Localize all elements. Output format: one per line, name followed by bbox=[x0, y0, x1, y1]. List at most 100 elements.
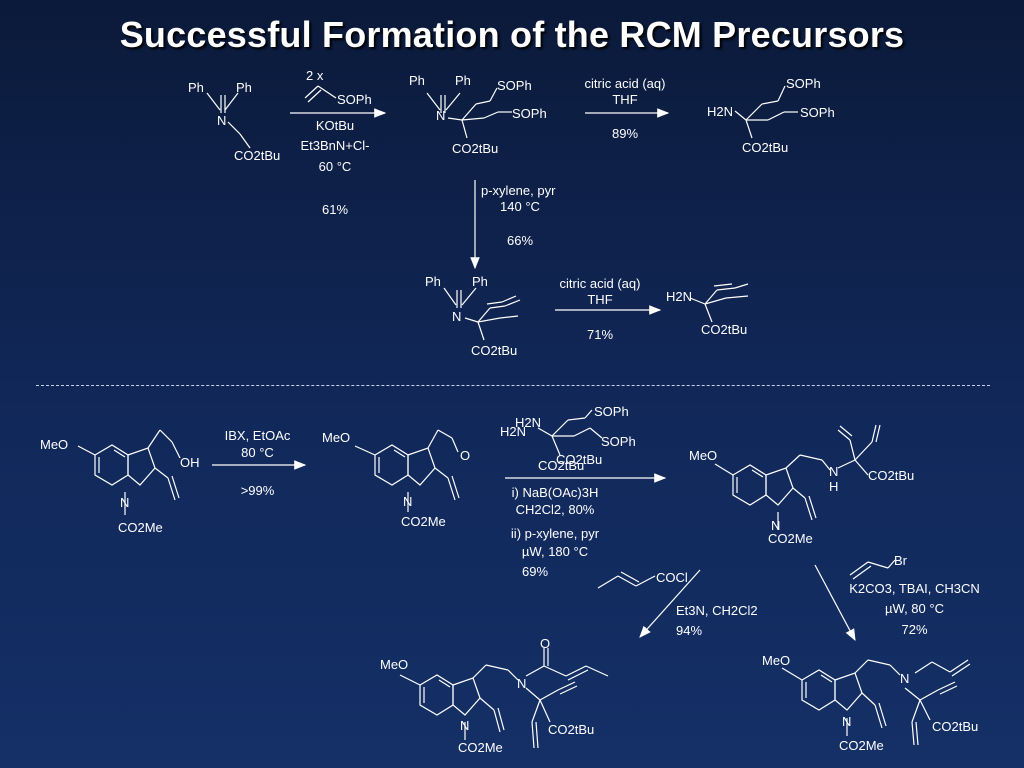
amine-reagent-bonds bbox=[537, 409, 603, 456]
top-r1-base: KOtBu bbox=[315, 118, 355, 133]
amine-reagent-amine-echo: H2N bbox=[500, 424, 527, 439]
bottom-sm-ester: CO2Me bbox=[118, 520, 163, 535]
amine-reagent-s2: SOPh bbox=[601, 434, 636, 449]
bottom-r2-line1: i) NaB(OAc)3H bbox=[511, 485, 599, 500]
bottom-r2-line4: µW, 180 °C bbox=[521, 544, 589, 559]
slide-title: Successful Formation of the RCM Precurso… bbox=[119, 14, 905, 55]
top-sm-bonds bbox=[206, 92, 251, 149]
bottom-r3-yield: 94% bbox=[676, 623, 703, 638]
tert-amine-bonds bbox=[781, 659, 971, 746]
bottom-sm-oh: OH bbox=[180, 455, 200, 470]
int1-ester: CO2tBu bbox=[452, 141, 499, 156]
amide-o: O bbox=[540, 636, 551, 651]
bottom-r2-line2: CH2Cl2, 80% bbox=[515, 502, 595, 517]
bottom-r4-line2: µW, 80 °C bbox=[885, 601, 944, 616]
reagent-vinyl-sulfoxide-bonds bbox=[304, 85, 337, 103]
tert-amine-n: N bbox=[900, 671, 910, 686]
ald-n: N bbox=[403, 494, 413, 509]
sec-amine-h: H bbox=[829, 479, 839, 494]
sec-amine-ester: CO2tBu bbox=[868, 468, 915, 483]
top-r2-line2: THF bbox=[612, 92, 638, 107]
prod1-s1: SOPh bbox=[786, 76, 821, 91]
int2-ph1: Ph bbox=[425, 274, 441, 289]
int1-n: N bbox=[436, 108, 446, 123]
tert-amine-n-ring: N bbox=[842, 714, 852, 729]
int1-ph2: Ph bbox=[455, 73, 471, 88]
bottom-sm-meo: MeO bbox=[40, 437, 69, 452]
amide-bonds bbox=[399, 648, 609, 749]
bottom-r3-reagent: COCl bbox=[656, 570, 688, 585]
bottom-r1-line1: IBX, EtOAc bbox=[224, 428, 291, 443]
bottom-r4-reagent: Br bbox=[894, 553, 907, 568]
top-sm-n: N bbox=[217, 113, 227, 128]
top-r2-line1: citric acid (aq) bbox=[584, 76, 666, 91]
allyl-bromide-bonds bbox=[849, 559, 896, 580]
top-sm-ester: CO2tBu bbox=[234, 148, 281, 163]
sec-amine-n: N bbox=[829, 464, 839, 479]
bottom-r4-line1: K2CO3, TBAI, CH3CN bbox=[849, 581, 980, 596]
top-r1-temp: 60 °C bbox=[318, 159, 352, 174]
top-sm-ph1: Ph bbox=[188, 80, 204, 95]
top-r3-line2: 140 °C bbox=[500, 199, 540, 214]
sec-amine-n-ring: N bbox=[771, 518, 781, 533]
ald-meo: MeO bbox=[322, 430, 351, 445]
top-r4-line2: THF bbox=[587, 292, 613, 307]
top-r1-reagent: SOPh bbox=[337, 92, 372, 107]
ald-o: O bbox=[460, 448, 471, 463]
amide-ester: CO2tBu bbox=[548, 722, 595, 737]
bottom-sm-n: N bbox=[120, 495, 130, 510]
top-r1-ptc: Et3BnN+Cl- bbox=[300, 138, 370, 153]
prod1-amine: H2N bbox=[707, 104, 734, 119]
crotonyl-chloride-bonds bbox=[597, 571, 656, 589]
bottom-r2-yield: 69% bbox=[521, 564, 549, 579]
int1-ph1: Ph bbox=[409, 73, 425, 88]
amide-meo: MeO bbox=[380, 657, 409, 672]
prod1-ester: CO2tBu bbox=[742, 140, 789, 155]
top-r1-mult: 2 x bbox=[306, 68, 324, 83]
bottom-r3-line1: Et3N, CH2Cl2 bbox=[676, 603, 758, 618]
amide-n: N bbox=[517, 676, 527, 691]
bottom-sm-indole-bonds bbox=[77, 429, 181, 515]
arrow-bottom-4 bbox=[814, 564, 856, 642]
ald-ester: CO2Me bbox=[401, 514, 446, 529]
int2-ester: CO2tBu bbox=[471, 343, 518, 358]
prod1-bonds bbox=[734, 85, 798, 139]
tert-amine-meo: MeO bbox=[762, 653, 791, 668]
int1-bonds bbox=[426, 87, 512, 139]
bottom-r1-yield: >99% bbox=[240, 483, 275, 498]
section-divider bbox=[36, 385, 990, 386]
amide-ester2: CO2Me bbox=[458, 740, 503, 755]
bottom-r1-line2: 80 °C bbox=[241, 445, 274, 460]
amine-reagent-ester: CO2tBu bbox=[538, 458, 585, 473]
tert-amine-ester2: CO2Me bbox=[839, 738, 884, 753]
top-r3-yield: 66% bbox=[506, 233, 534, 248]
sec-amine-meo: MeO bbox=[689, 448, 718, 463]
top-r4-line1: citric acid (aq) bbox=[559, 276, 641, 291]
bottom-r2-line3: ii) p-xylene, pyr bbox=[510, 526, 600, 541]
amide-n-ring: N bbox=[460, 718, 470, 733]
int2-ph2: Ph bbox=[472, 274, 488, 289]
amine-reagent-s1: SOPh bbox=[594, 404, 629, 419]
bottom-r4-yield: 72% bbox=[901, 622, 928, 637]
int1-s2: SOPh bbox=[512, 106, 547, 121]
top-r2-yield: 89% bbox=[611, 126, 639, 141]
sec-amine-bonds bbox=[714, 424, 881, 530]
int2-n: N bbox=[452, 309, 462, 324]
tert-amine-ester: CO2tBu bbox=[932, 719, 979, 734]
int1-s1: SOPh bbox=[497, 78, 532, 93]
amine-reagent-ester-echo: CO2tBu bbox=[556, 452, 603, 467]
aldehyde-indole-bonds bbox=[354, 429, 460, 512]
prod1-s2: SOPh bbox=[800, 105, 835, 120]
prod2-bonds bbox=[689, 283, 749, 323]
top-r1-yield: 61% bbox=[321, 202, 349, 217]
amine-reagent-amine: H2N bbox=[515, 415, 542, 430]
top-sm-ph2: Ph bbox=[236, 80, 252, 95]
sec-amine-ester2: CO2Me bbox=[768, 531, 813, 546]
int2-bonds bbox=[443, 287, 521, 341]
prod2-ester: CO2tBu bbox=[701, 322, 748, 337]
top-r3-line1: p-xylene, pyr bbox=[481, 183, 556, 198]
arrow-bottom-3 bbox=[639, 569, 701, 638]
top-r4-yield: 71% bbox=[586, 327, 614, 342]
prod2-amine: H2N bbox=[666, 289, 693, 304]
